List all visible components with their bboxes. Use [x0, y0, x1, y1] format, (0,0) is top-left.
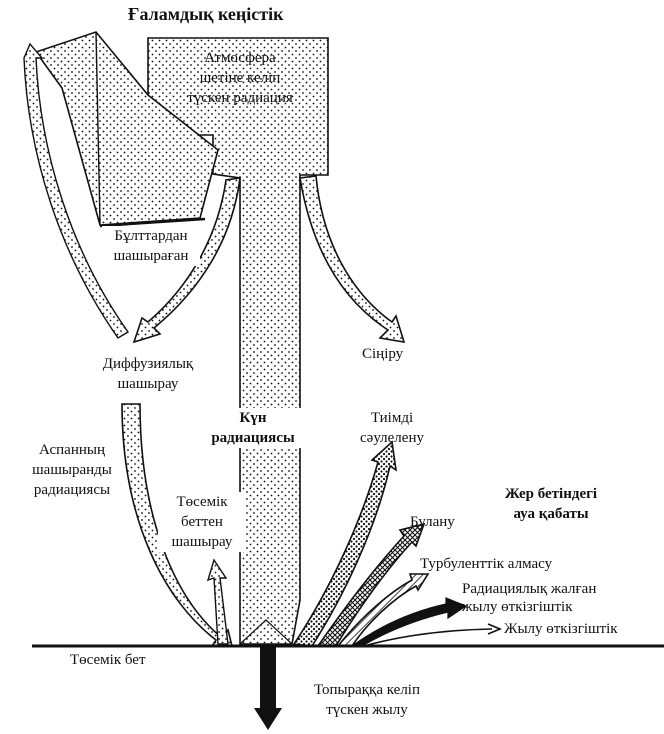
evaporation-label: Булану: [410, 512, 455, 532]
cloud-scatter-label: Бұлттардан шашыраған: [102, 226, 200, 266]
effective-radiation-label: Тиімді сәулелену: [344, 408, 440, 448]
absorption-arrow: [300, 176, 404, 342]
soil-heat-label: Топыраққа келіп түскен жылу: [290, 680, 444, 720]
soil-heat-arrow: [254, 647, 282, 730]
incoming-radiation-label: Атмосфера шетіне келіп түскен радиация: [160, 48, 320, 108]
diffuse-scatter-label: Диффузиялық шашырау: [92, 354, 204, 394]
radiative-conduction-label: Радиациялық жалған жылу өткізгіштік: [462, 580, 596, 616]
turbulent-exchange-label: Турбуленттік алмасу: [420, 554, 552, 574]
absorption-label: Сіңіру: [362, 344, 403, 364]
diagram-title: Ғаламдық кеңістік: [128, 4, 284, 24]
surface-label: Төсемік бет: [70, 650, 146, 670]
surface-scatter-label: Төсемік беттен шашырау: [158, 492, 246, 552]
heat-conduction-label: Жылу өткізгіштік: [504, 619, 618, 639]
air-layer-label: Жер бетіндегі ауа қабаты: [488, 484, 614, 524]
solar-radiation-label: Күн радиациясы: [196, 408, 310, 448]
sky-radiation-label: Аспанның шашыранды радиациясы: [20, 440, 124, 500]
